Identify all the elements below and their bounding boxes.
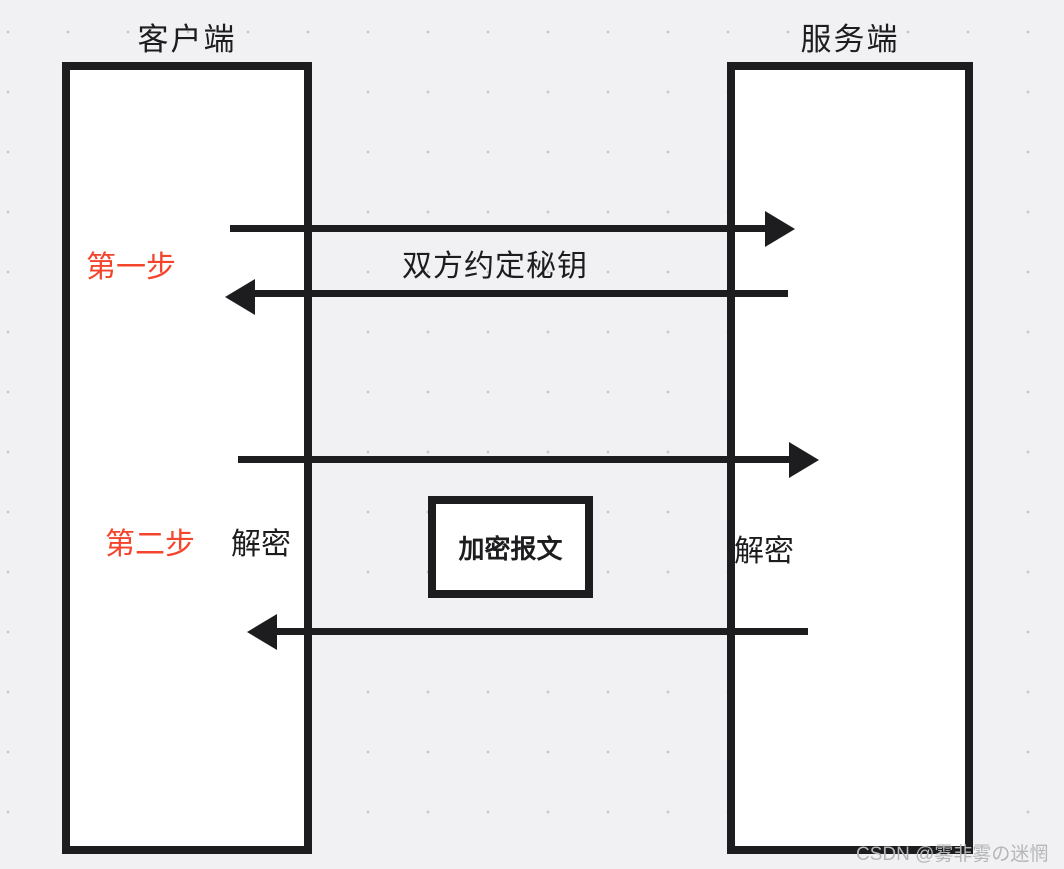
encrypted-message-label: 加密报文 [458, 533, 563, 564]
server-decrypt-label: 解密 [734, 535, 794, 568]
encrypted-message-box: 加密报文 [428, 496, 593, 598]
watermark-text: CSDN @雾非雾の迷惘 [856, 844, 1049, 865]
step1-response-arrow-shaft [254, 290, 788, 297]
client-title: 客户端 [137, 22, 237, 57]
step1-label: 第一步 [86, 251, 176, 284]
step2-label: 第二步 [105, 528, 195, 561]
step2-response-arrowhead-icon [247, 614, 277, 650]
server-title: 服务端 [800, 22, 900, 57]
step2-request-arrow-shaft [238, 456, 791, 463]
step1-request-arrow-shaft [230, 225, 767, 232]
client-decrypt-label: 解密 [231, 528, 291, 561]
step1-request-arrowhead-icon [765, 211, 795, 247]
key-agreement-label: 双方约定秘钥 [402, 250, 588, 283]
step2-request-arrowhead-icon [789, 442, 819, 478]
step2-response-arrow-shaft [276, 628, 808, 635]
step1-response-arrowhead-icon [225, 279, 255, 315]
